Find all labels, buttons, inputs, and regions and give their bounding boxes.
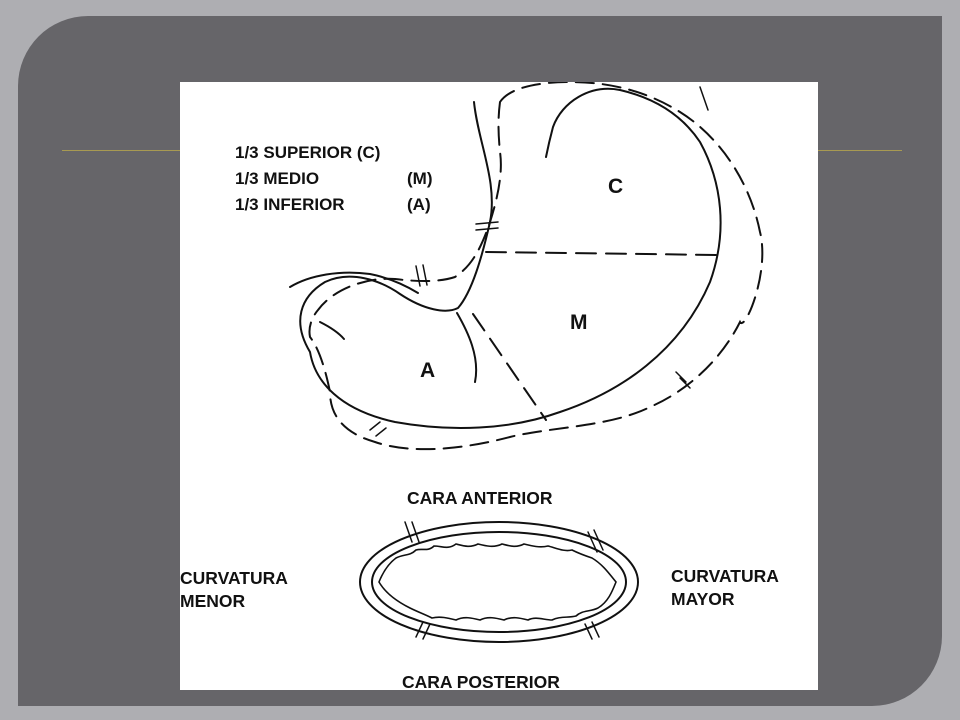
region-label-m: M — [570, 311, 588, 334]
label-cara-anterior: CARA ANTERIOR — [407, 488, 553, 508]
legend-inferior-code: (A) — [407, 195, 431, 214]
hatch-marks — [369, 86, 709, 437]
duodenum-upper-line — [289, 271, 419, 294]
legend-medio-code: (M) — [407, 169, 433, 188]
label-curvatura-mayor-1: CURVATURA — [671, 566, 779, 586]
legend-medio: 1/3 MEDIO — [235, 169, 320, 188]
legend-inferior: 1/3 INFERIOR — [235, 195, 345, 214]
cross-section-hatches — [404, 521, 604, 640]
duodenum-lower-line — [319, 321, 345, 340]
stomach-lower-extension — [456, 312, 478, 383]
outer-ellipse — [359, 521, 639, 643]
title-accent-line-right — [818, 150, 902, 151]
middle-ellipse — [371, 531, 627, 633]
stomach-outline — [299, 87, 722, 429]
label-curvatura-mayor-2: MAYOR — [671, 589, 735, 609]
label-curvatura-menor-1: CURVATURA — [180, 568, 288, 588]
mucosa-wavy-ring — [378, 543, 617, 621]
diagram-drawing — [289, 82, 764, 643]
stomach-diagram: 1/3 SUPERIOR (C) 1/3 MEDIO (M) 1/3 INFER… — [180, 82, 818, 692]
region-label-a: A — [420, 359, 436, 382]
label-cara-posterior: CARA POSTERIOR — [402, 672, 560, 692]
label-curvatura-menor-2: MENOR — [180, 591, 246, 611]
divider-c-m — [485, 251, 721, 256]
dashed-outer-contour — [308, 82, 764, 451]
title-accent-line-left — [62, 150, 182, 151]
divider-m-a — [472, 313, 547, 421]
legend-superior: 1/3 SUPERIOR (C) — [235, 143, 381, 162]
region-label-c: C — [608, 175, 624, 198]
